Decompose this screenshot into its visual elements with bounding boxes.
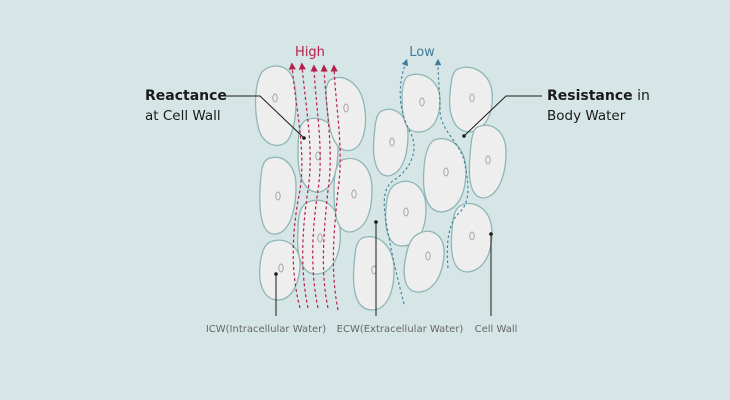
high-path [310, 64, 321, 309]
cell [401, 73, 441, 133]
high-path [330, 64, 341, 311]
cell [468, 124, 507, 199]
icw-pointer-dot [274, 272, 278, 276]
cell [372, 108, 409, 177]
resistance-in: in [633, 88, 650, 104]
ecw-label: ECW(Extracellular Water) [337, 324, 464, 335]
cell [333, 157, 373, 233]
cell [258, 239, 301, 301]
high-path [298, 62, 311, 309]
cell [352, 236, 395, 311]
low-frequency-paths [383, 58, 469, 305]
low-label: Low [409, 45, 435, 60]
reactance-leader [222, 95, 305, 139]
icw-label: ICW(Intracellular Water) [206, 324, 326, 335]
cell-wall-label: Cell Wall [475, 324, 518, 335]
ecw-pointer-dot [374, 220, 378, 224]
cell [254, 65, 297, 147]
cell [450, 202, 493, 273]
cell [259, 156, 297, 235]
reactance-subtitle: at Cell Wall [145, 108, 221, 124]
nuclei [272, 93, 491, 275]
high-path [288, 62, 303, 309]
resistance-subtitle: Body Water [547, 108, 626, 124]
cell [448, 66, 493, 133]
cell [403, 230, 445, 293]
resistance-title: Resistance in [547, 88, 650, 104]
resistance-leader [463, 95, 542, 137]
reactance-leader-dot [302, 136, 306, 140]
cell-wall-pointer-dot [489, 232, 493, 236]
high-frequency-paths [288, 62, 341, 311]
high-path [320, 64, 331, 309]
resistance-leader-dot [462, 134, 466, 138]
cell [384, 180, 427, 247]
high-label: High [295, 45, 325, 60]
low-path [383, 58, 415, 305]
reactance-title: Reactance [145, 88, 227, 104]
resistance-bold: Resistance [547, 88, 633, 104]
